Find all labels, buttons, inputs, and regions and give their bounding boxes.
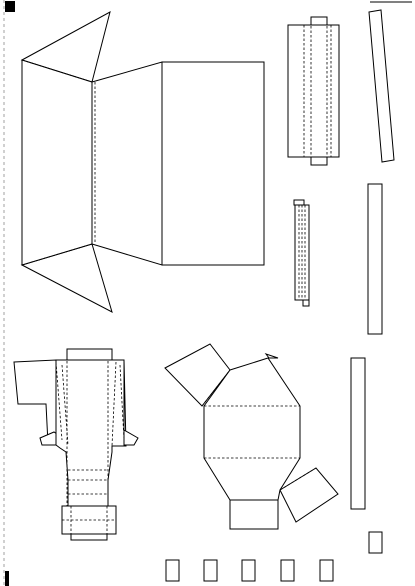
- fold-line: [119, 364, 125, 441]
- body-head-panel: [66, 348, 113, 362]
- registration-mark-bottom-left: [5, 571, 9, 586]
- hex-bottom-tab: [229, 499, 279, 530]
- body-left-arm: [13, 359, 63, 445]
- fold-line: [21, 59, 93, 83]
- vertical-long-strip: [367, 183, 383, 335]
- fold-line: [55, 361, 63, 441]
- figure-body-net: [13, 348, 139, 541]
- small-tab-1: [165, 559, 180, 582]
- thin-strip-piece: [293, 199, 310, 307]
- body-base-tab: [70, 533, 108, 541]
- strip-tab-top: [310, 16, 328, 26]
- fold-line: [111, 361, 117, 447]
- upright-strip-piece: [287, 16, 340, 166]
- large-box-net: [20, 11, 265, 313]
- vertical-strip-lower: [350, 357, 366, 510]
- box-center-panel: [91, 61, 163, 266]
- small-tab-2: [203, 559, 218, 582]
- body-right-tab: [123, 429, 139, 446]
- thin-strip-tab-bottom: [302, 299, 310, 307]
- hex-flap-upper-right: [264, 353, 279, 359]
- thin-strip-tab-top: [293, 199, 305, 206]
- registration-mark-top-left: [5, 1, 15, 12]
- small-tab-3: [241, 559, 256, 582]
- box-side-panel: [21, 59, 93, 266]
- box-front-panel: [161, 61, 265, 266]
- hex-box-net: [164, 343, 339, 530]
- strip-tab-bottom: [310, 156, 328, 166]
- hex-main-body: [203, 357, 301, 501]
- small-square-tab: [368, 531, 383, 554]
- fold-line: [21, 243, 93, 266]
- strip-body: [287, 24, 340, 158]
- small-tab-5: [319, 559, 334, 582]
- fold-line: [201, 369, 231, 407]
- body-torso: [55, 359, 125, 507]
- slanted-long-strip: [368, 9, 395, 163]
- small-tab-4: [280, 559, 295, 582]
